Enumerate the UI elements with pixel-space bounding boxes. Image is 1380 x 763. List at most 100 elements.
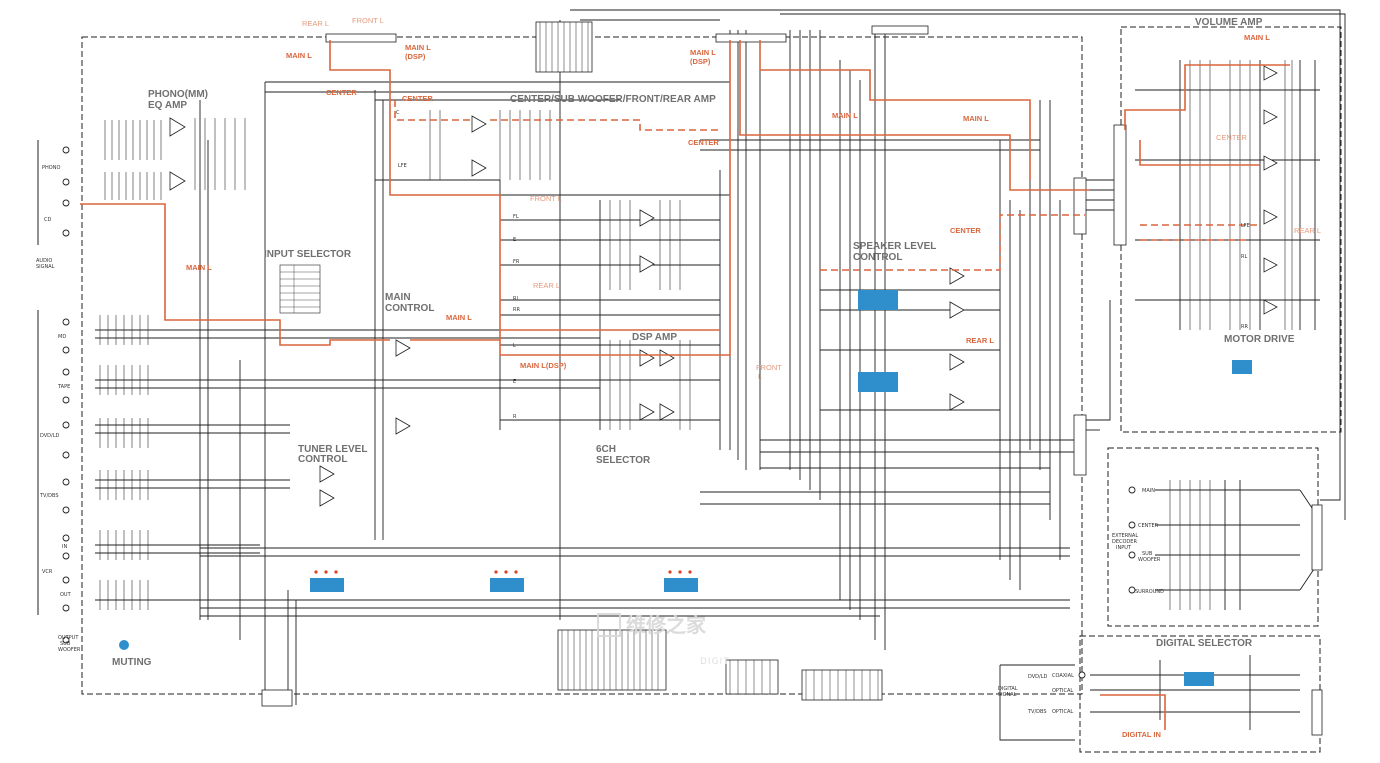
digital-labels: DVD/LD TV/DBS COAXIAL OPTICAL OPTICAL DI… [998, 673, 1074, 715]
block-volume-amp: VOLUME AMP [1195, 17, 1263, 28]
signal-front-l-top: FRONT L [352, 16, 384, 25]
connector-bottom-left [261, 689, 293, 707]
signal-front-3b: L [758, 372, 762, 381]
block-main-control: MAIN [385, 292, 411, 303]
block-phono-eq: PHONO(MM) [148, 89, 208, 100]
block-speaker-level: SPEAKER LEVEL [853, 241, 936, 252]
input-tape: TAPE [57, 384, 70, 390]
block-titles: PHONO(MM) EQ AMP INPUT SELECTOR MAIN CON… [112, 17, 1295, 668]
component-clusters [99, 60, 1293, 610]
opamp-spk-4 [949, 393, 965, 411]
input-output-sub-3: WOOFER [58, 647, 81, 653]
ic-dots [314, 570, 692, 574]
signal-paths-dashed [394, 100, 1260, 271]
watermark-text: 维修之家 [626, 613, 707, 637]
board-outlines [81, 26, 1342, 753]
signal-main-l-2: MAIN L [832, 111, 858, 120]
signal-rear-l-top: REAR L [302, 19, 329, 28]
op-amps [169, 65, 1278, 507]
channel-lfe: LFE [398, 163, 407, 169]
channel-fr: FR [513, 259, 520, 265]
connector-bottom-2 [725, 659, 779, 695]
channel-rl: RL [513, 296, 519, 302]
watermark: 维修之家 DIGIT [597, 613, 730, 667]
connector-bottom-3 [801, 669, 883, 701]
signal-center-3: CENTER [688, 138, 719, 147]
signal-main-l-1: MAIN L [286, 51, 312, 60]
connector-decoder [1311, 504, 1323, 571]
opamp-center-2 [471, 159, 487, 177]
channel-labels: C LFE FL E FR RL RR L E R LFE RL RR [396, 110, 1250, 420]
opamp-dsp-2 [659, 349, 675, 367]
channel-r: R [513, 414, 517, 420]
channel-e1: E [513, 237, 516, 243]
opamp-dsp-3 [639, 403, 655, 421]
block-6ch-selector-2: SELECTOR [596, 455, 651, 466]
signal-center-4: CENTER [950, 226, 981, 235]
signal-main-l-dsp-3: MAIN L(DSP) [520, 361, 567, 370]
watermark-logo-icon [597, 613, 621, 637]
ic-spk-2 [858, 372, 898, 392]
channel-fl: FL [513, 214, 519, 220]
opamp-dsp-1 [639, 349, 655, 367]
block-main-control-2: CONTROL [385, 303, 434, 314]
channel-c: C [396, 110, 400, 116]
input-phono: PHONO [42, 165, 60, 171]
digital-optical-2: OPTICAL [1052, 709, 1073, 715]
watermark-sub: DIGIT [700, 657, 730, 667]
block-phono-eq-2: EQ AMP [148, 100, 187, 111]
input-in: IN [62, 544, 67, 550]
ic-motor [1232, 360, 1252, 374]
digital-side-1: DIGITAL [998, 686, 1018, 692]
connector-top-mid2 [715, 33, 787, 43]
decoder-board-outline [1107, 447, 1319, 627]
input-cd: CD [44, 217, 51, 223]
signal-rear-vol: REAR L [1294, 226, 1321, 235]
block-tuner-level-2: CONTROL [298, 454, 347, 465]
input-audio-signal-2: SIGNAL [36, 264, 55, 270]
block-motor-drive: MOTOR DRIVE [1224, 334, 1295, 345]
signal-main-l-dsp-1b: (DSP) [405, 52, 426, 61]
block-center-amp: CENTER/SUB WOOFER/FRONT/REAR AMP [510, 94, 716, 105]
channel-l: L [513, 343, 516, 349]
channel-e2: E [513, 379, 516, 385]
signal-main-l-dsp-2b: (DSP) [690, 57, 711, 66]
input-vcr: VCR [42, 569, 53, 575]
input-dvd-ld: DVD/LD [40, 433, 60, 439]
connector-bottom-1 [557, 629, 667, 691]
signal-main-l-dsp-2: MAIN L [690, 48, 716, 57]
input-tv-dbs: TV/DBS [39, 493, 59, 499]
connector-pins [539, 22, 879, 700]
opamp-spk-3 [949, 353, 965, 371]
connector-digital [1311, 689, 1323, 736]
opamp-main-1 [395, 339, 411, 357]
input-output-sub: OUTPUT [58, 635, 79, 641]
connectors [261, 21, 1323, 736]
block-speaker-level-2: CONTROL [853, 252, 902, 263]
ext-decoder-title-2: DECODER [1112, 539, 1137, 545]
opamp-spk-2 [949, 301, 965, 319]
input-selector-table [279, 264, 321, 314]
block-digital-selector: DIGITAL SELECTOR [1156, 638, 1253, 649]
wiring [95, 9, 1346, 741]
signal-center-1: CENTER [326, 88, 357, 97]
ic-chip-3 [664, 578, 698, 592]
opamp-fl [639, 209, 655, 227]
signal-rear-l-3: REAR L [966, 336, 994, 345]
signal-main-l-in: MAIN L [186, 263, 212, 272]
signal-rear-l-2: REAR L [533, 281, 560, 290]
opamp-phono-1 [169, 117, 186, 137]
ic-chip-1 [310, 578, 344, 592]
ic-spk-1 [858, 290, 898, 310]
signal-main-l-dsp-1: MAIN L [405, 43, 431, 52]
connector-top-left [325, 33, 397, 43]
ext-decoder-main: MAIN [1142, 488, 1155, 494]
digital-dvd-ld: DVD/LD [1028, 674, 1048, 680]
input-output-sub-2: SUB [60, 641, 71, 647]
opamp-center-1 [471, 115, 487, 133]
opamp-phono-2 [169, 171, 186, 191]
input-audio-signal-1: AUDIO [36, 258, 52, 264]
ext-decoder-surround: SURROUND [1135, 589, 1164, 595]
ic-digital [1184, 672, 1214, 686]
